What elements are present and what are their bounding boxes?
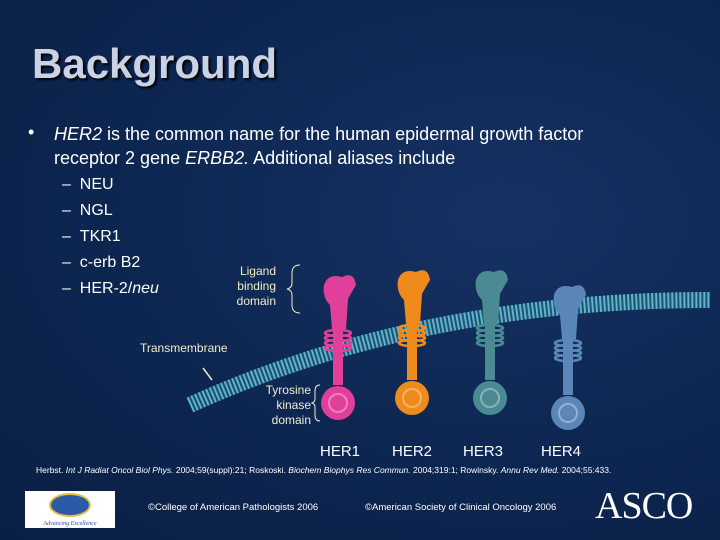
alias-text: c-erb B2 bbox=[79, 254, 141, 271]
membrane-shade bbox=[186, 292, 711, 413]
kinase-highlight bbox=[328, 393, 348, 413]
dash: – bbox=[62, 202, 71, 219]
cap-logo-text: Advancing Excellence bbox=[43, 521, 97, 527]
transmembrane-stalk bbox=[563, 335, 573, 395]
ligand-domain bbox=[475, 270, 508, 324]
dash: – bbox=[62, 228, 71, 245]
ref: 2004;319:1; Rowinsky. bbox=[410, 465, 501, 475]
label-line: domain bbox=[271, 413, 311, 427]
ligand-brace bbox=[286, 264, 301, 314]
ref-journal: Biochem Biophys Res Commun. bbox=[288, 465, 411, 475]
kinase-highlight bbox=[558, 403, 578, 423]
receptor-her4 bbox=[551, 285, 586, 430]
bullet-text: HER2 is the common name for the human ep… bbox=[54, 122, 583, 170]
transmembrane-stalk bbox=[333, 325, 343, 385]
ligand-domain bbox=[397, 270, 430, 324]
ref-journal: Annu Rev Med. bbox=[500, 465, 560, 475]
transmembrane-stalk bbox=[407, 320, 417, 380]
dash: – bbox=[62, 254, 71, 271]
kinase-highlight bbox=[480, 388, 500, 408]
membrane bbox=[186, 292, 711, 413]
ligand-domain bbox=[553, 285, 586, 339]
alias-text: NEU bbox=[79, 176, 114, 193]
dash: – bbox=[62, 176, 71, 193]
ref: 2004;59(suppl):21; Roskoski. bbox=[173, 465, 289, 475]
alias-list: – NEU – NGL – TKR1 – c-erb B2 – HER-2/ne… bbox=[62, 172, 159, 302]
alias-text: HER-2/ bbox=[79, 280, 133, 297]
cap-seal-icon bbox=[49, 493, 91, 517]
alias-item: – HER-2/neu bbox=[62, 276, 159, 302]
her3-label: HER3 bbox=[463, 443, 504, 460]
label-line: Ligand bbox=[239, 264, 276, 278]
receptor-her3 bbox=[473, 270, 508, 415]
ligand-domain bbox=[323, 275, 356, 329]
kinase-domain bbox=[551, 396, 585, 430]
transmembrane-arrow bbox=[202, 367, 213, 381]
alias-text: TKR1 bbox=[79, 228, 121, 245]
her2-label: HER2 bbox=[392, 443, 433, 460]
bullet-text-3: Additional aliases include bbox=[249, 148, 456, 168]
transmembrane-label: Transmembrane bbox=[140, 341, 228, 355]
alias-item: – TKR1 bbox=[62, 224, 159, 250]
kinase-domain bbox=[321, 386, 355, 420]
references: Herbst. Int J Radiat Oncol Biol Phys. 20… bbox=[36, 465, 611, 475]
kinase-highlight bbox=[402, 388, 422, 408]
alias-text: NGL bbox=[79, 202, 113, 219]
dash: – bbox=[62, 280, 71, 297]
alias-item: – NEU bbox=[62, 172, 159, 198]
helix-coil bbox=[323, 343, 353, 353]
label-line: binding bbox=[237, 279, 276, 293]
ref: 2004;55:433. bbox=[559, 465, 612, 475]
cap-copyright: ©College of American Pathologists 2006 bbox=[148, 502, 319, 513]
alias-italic: neu bbox=[132, 280, 159, 297]
kinase-domain bbox=[395, 381, 429, 415]
label-line: kinase bbox=[276, 398, 311, 412]
erbb2-term: ERBB2. bbox=[185, 148, 250, 168]
helix-coil bbox=[553, 353, 583, 363]
helix-coil bbox=[475, 338, 505, 348]
cap-logo: Advancing Excellence bbox=[25, 491, 115, 528]
her1-label: HER1 bbox=[320, 443, 361, 460]
alias-item: – c-erb B2 bbox=[62, 250, 159, 276]
her4-label: HER4 bbox=[541, 443, 582, 460]
ref-journal: Int J Radiat Oncol Biol Phys. bbox=[65, 465, 174, 475]
kinase-brace bbox=[310, 384, 321, 422]
bullet-text-2: receptor 2 gene bbox=[54, 148, 186, 168]
alias-item: – NGL bbox=[62, 198, 159, 224]
transmembrane-stalk bbox=[485, 320, 495, 380]
label-line: domain bbox=[236, 294, 276, 308]
bullet-marker: • bbox=[28, 122, 35, 142]
receptor-her2 bbox=[395, 270, 430, 415]
receptor-her1 bbox=[321, 275, 356, 420]
asco-copyright: ©American Society of Clinical Oncology 2… bbox=[365, 502, 557, 513]
asco-logo: ASCO bbox=[595, 485, 693, 527]
ref: Herbst. bbox=[36, 465, 66, 475]
kinase-domain bbox=[473, 381, 507, 415]
bullet-text-1: is the common name for the human epiderm… bbox=[102, 124, 584, 144]
label-line: Tyrosine bbox=[265, 383, 311, 397]
slide-title: Background bbox=[32, 40, 278, 87]
helix-coil bbox=[397, 338, 427, 348]
her2-term: HER2 bbox=[54, 124, 103, 144]
